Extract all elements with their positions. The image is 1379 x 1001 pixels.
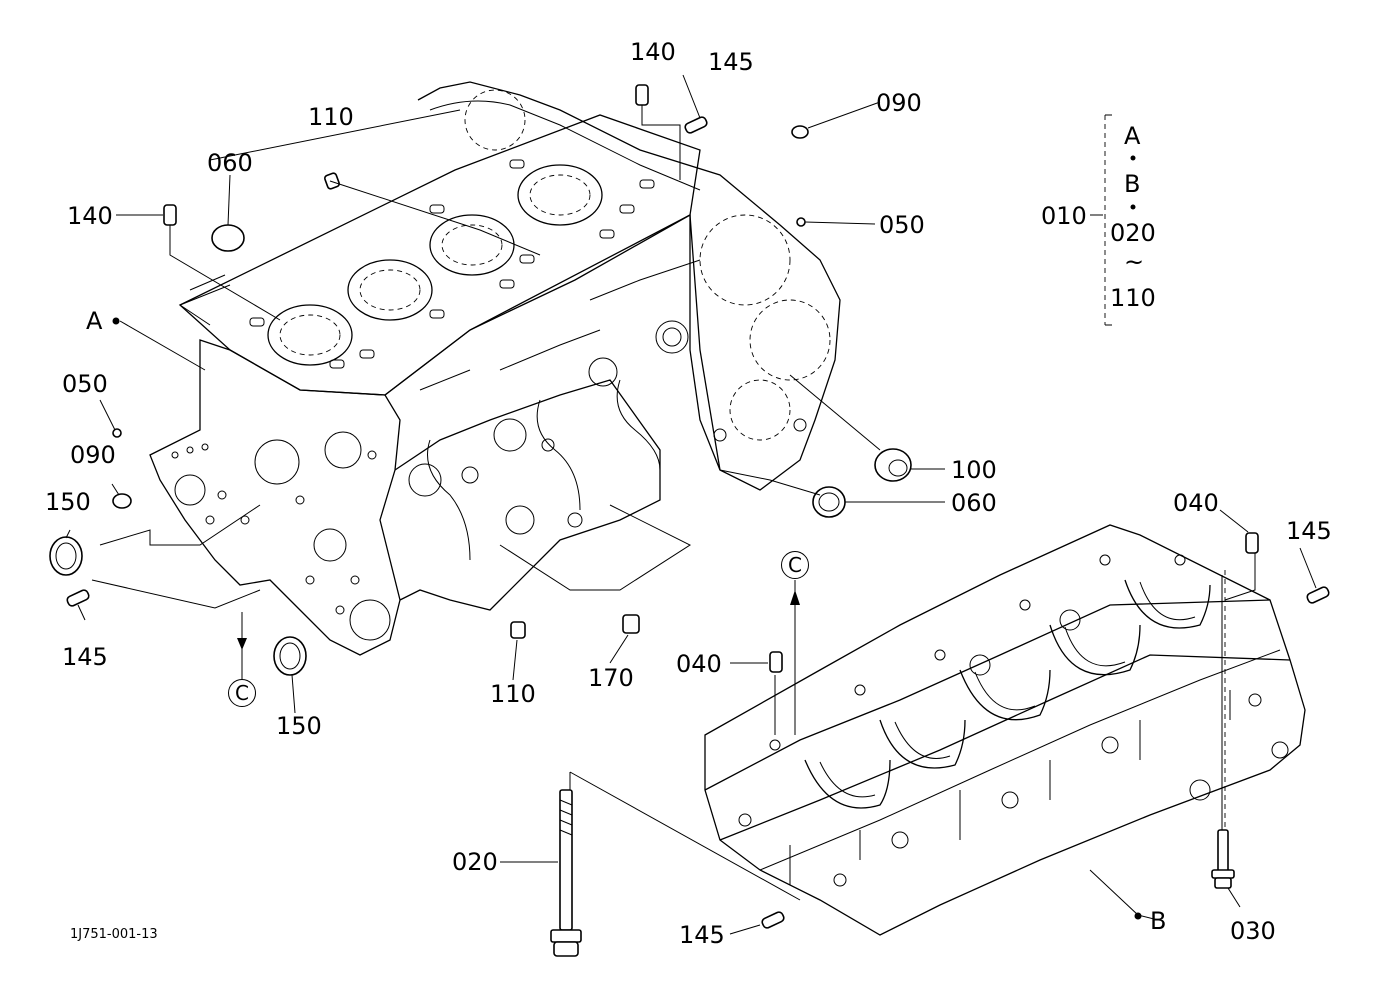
callout-150: 150	[276, 712, 322, 740]
legend-parent-010: 010	[1041, 202, 1087, 230]
section-marker-c: C	[781, 551, 809, 579]
callout-040: 040	[676, 650, 722, 678]
callout-140: 140	[67, 202, 113, 230]
callout-150: 150	[45, 488, 91, 516]
callout-170: 170	[588, 664, 634, 692]
callout-090: 090	[876, 89, 922, 117]
callout-145: 145	[708, 48, 754, 76]
lower-crankcase-drawing	[704, 524, 1306, 936]
drawing-code: 1J751-001-13	[70, 927, 158, 942]
callout-145: 145	[679, 921, 725, 949]
callout-145: 145	[62, 643, 108, 671]
callout-050: 050	[879, 211, 925, 239]
callout-110: 110	[490, 680, 536, 708]
callout-A: A	[86, 307, 103, 335]
callout-090: 090	[70, 441, 116, 469]
legend-member-110: 110	[1110, 284, 1156, 312]
callout-140: 140	[630, 38, 676, 66]
callout-030: 030	[1230, 917, 1276, 945]
callout-100: 100	[951, 456, 997, 484]
legend-member-020: 020	[1110, 219, 1156, 247]
callout-020: 020	[452, 848, 498, 876]
section-marker-c: C	[228, 679, 256, 707]
legend-member-B: B	[1124, 170, 1141, 198]
callout-040: 040	[1173, 489, 1219, 517]
legend-range-tilde: ~	[1124, 248, 1145, 276]
leader-lines	[65, 74, 1317, 935]
callout-050: 050	[62, 370, 108, 398]
upper-crankcase-drawing	[149, 81, 841, 656]
legend-member-A: A	[1124, 122, 1141, 150]
callout-B: B	[1150, 907, 1167, 935]
callout-060: 060	[951, 489, 997, 517]
callout-145: 145	[1286, 517, 1332, 545]
callout-060: 060	[207, 149, 253, 177]
small-parts	[49, 84, 1330, 957]
callout-110: 110	[308, 103, 354, 131]
